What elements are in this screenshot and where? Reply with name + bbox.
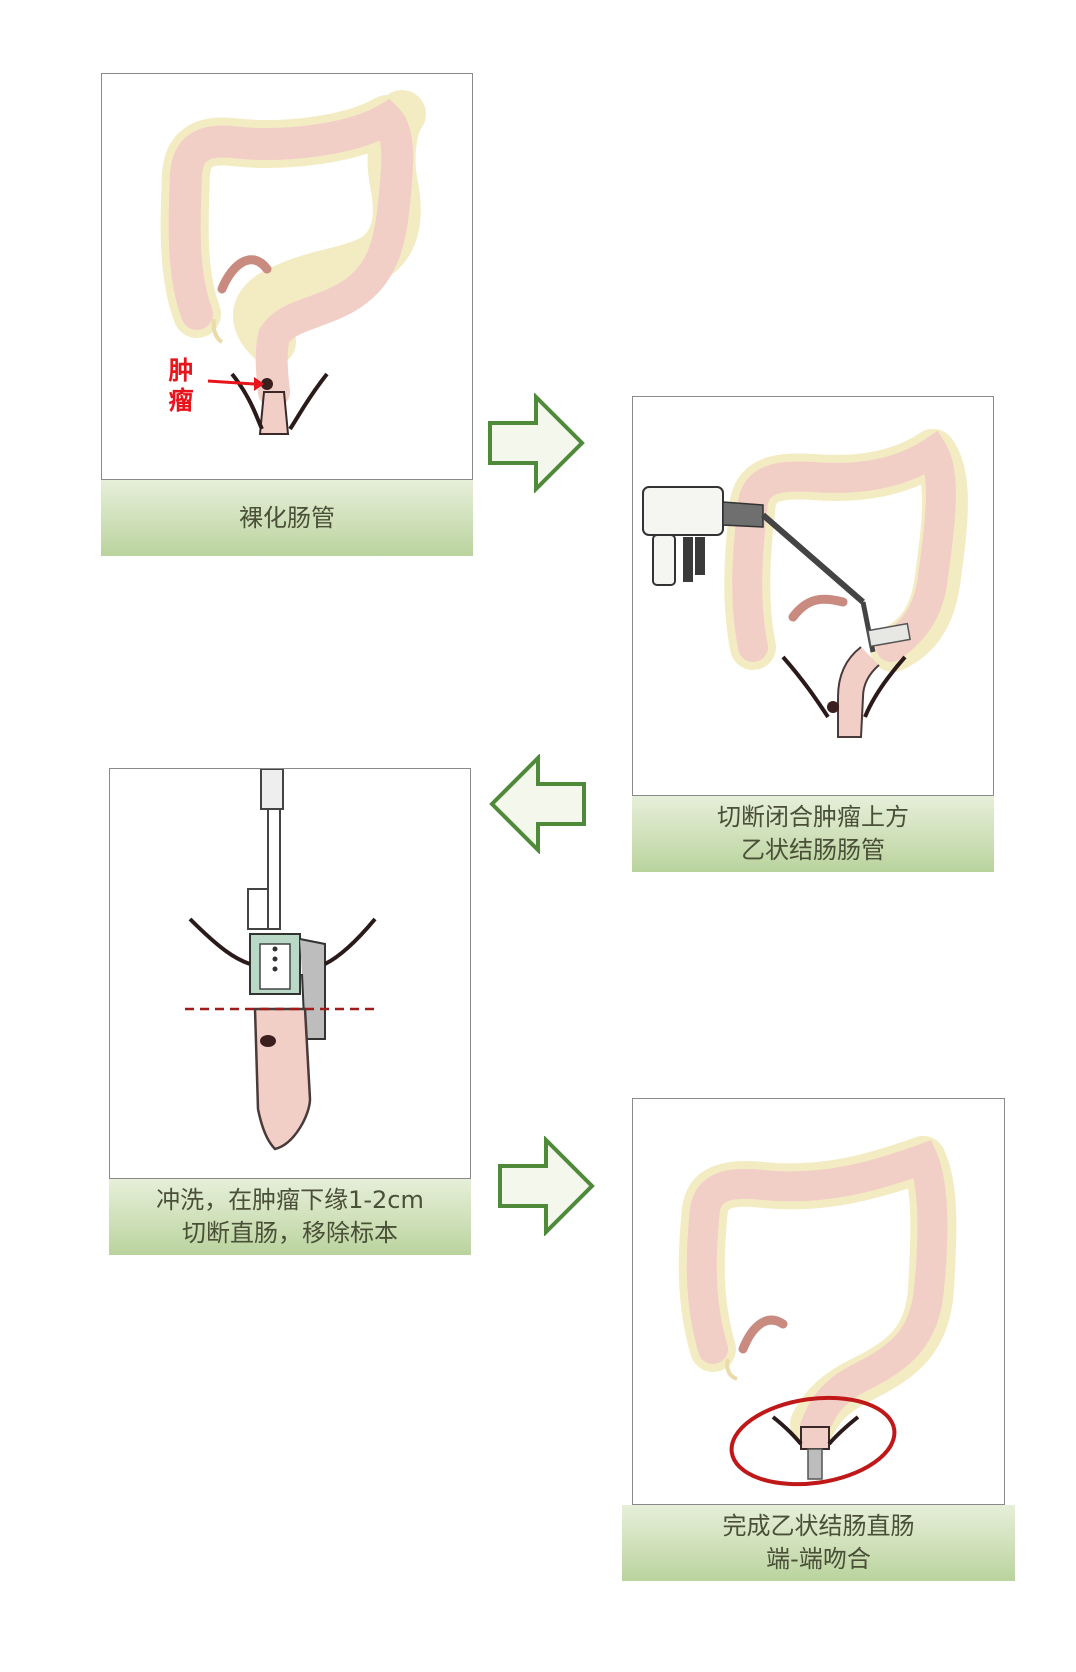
step-3-panel <box>109 768 471 1179</box>
caption-line: 切断直肠，移除标本 <box>182 1219 398 1247</box>
caption-line: 冲洗，在肿瘤下缘1-2cm <box>156 1186 424 1214</box>
anastomosis-illustration <box>678 1136 957 1487</box>
arrow-left-icon <box>489 754 586 854</box>
linear-stapler <box>642 486 911 653</box>
caption-line: 裸化肠管 <box>239 503 335 532</box>
rectal-transection-illustration <box>185 769 377 1151</box>
step-1-caption: 裸化肠管 <box>101 480 473 556</box>
tumor-label-char-2: 瘤 <box>168 386 194 415</box>
tumor-label: 肿 瘤 <box>166 356 196 416</box>
step-2-caption: 切断闭合肿瘤上方 乙状结肠肠管 <box>632 796 994 872</box>
step-4-caption: 完成乙状结肠直肠 端-端吻合 <box>622 1505 1015 1581</box>
colon <box>160 90 426 435</box>
step-1-panel: 肿 瘤 <box>101 73 473 480</box>
caption-line: 切断闭合肿瘤上方 <box>717 803 909 831</box>
tumor-pointer-arrow <box>207 379 255 386</box>
stapler-illustration <box>642 429 968 738</box>
caption-line: 完成乙状结肠直肠 <box>722 1512 915 1540</box>
step-4-panel <box>632 1098 1005 1505</box>
arrow-right-icon <box>488 393 585 493</box>
arrow-right-icon <box>498 1136 595 1236</box>
tumor-marker <box>261 378 273 390</box>
anastomosis-highlight-circle <box>729 1395 897 1487</box>
step-3-caption: 冲洗，在肿瘤下缘1-2cm 切断直肠，移除标本 <box>109 1179 471 1255</box>
caption-line: 乙状结肠肠管 <box>741 836 885 864</box>
tumor-label-char-1: 肿 <box>168 356 194 385</box>
step-2-panel <box>632 396 994 796</box>
colon-illustration <box>160 90 426 435</box>
caption-line: 端-端吻合 <box>766 1545 871 1573</box>
